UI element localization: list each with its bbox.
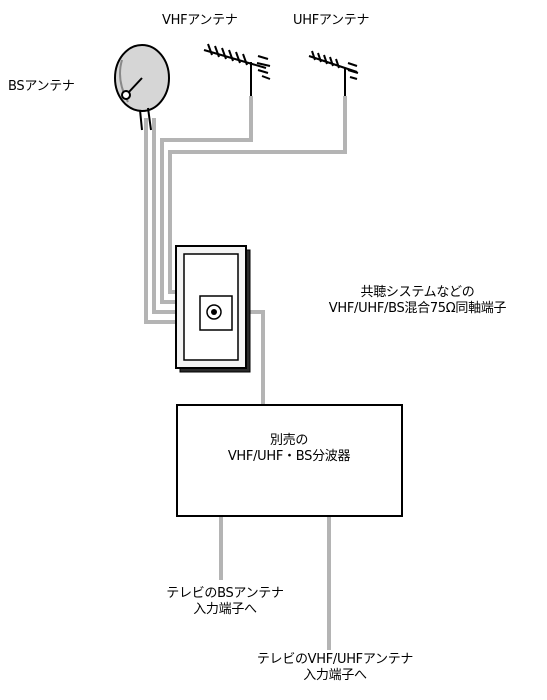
splitter-label: 別売の VHF/UHF・BS分波器 bbox=[178, 433, 400, 465]
bs-dish-antenna-icon bbox=[114, 44, 170, 131]
vu-output-label: テレビのVHF/UHFアンテナ 入力端子へ bbox=[210, 652, 460, 684]
vu-output-label-line2: 入力端子へ bbox=[303, 668, 367, 683]
outlet-label: 共聴システムなどの VHF/UHF/BS混合75Ω同軸端子 bbox=[290, 285, 545, 317]
vhf-antenna-label: VHFアンテナ bbox=[162, 13, 238, 28]
splitter-label-line1: 別売の bbox=[269, 433, 309, 448]
bs-output-label-line1: テレビのBSアンテナ bbox=[166, 586, 284, 601]
bs-cable-outer bbox=[144, 118, 178, 324]
bs-antenna-label: BSアンテナ bbox=[8, 79, 75, 94]
outlet-label-line2: VHF/UHF/BS混合75Ω同軸端子 bbox=[328, 301, 507, 316]
uhf-cable bbox=[168, 96, 347, 294]
cables bbox=[144, 96, 347, 650]
splitter-box bbox=[176, 404, 403, 517]
vhf-antenna-icon bbox=[203, 43, 271, 96]
outlet-label-line1: 共聴システムなどの bbox=[360, 285, 475, 300]
splitter-label-line2: VHF/UHF・BS分波器 bbox=[227, 449, 351, 464]
bs-cable-inner bbox=[152, 118, 178, 314]
vu-output-label-line1: テレビのVHF/UHFアンテナ bbox=[256, 652, 414, 667]
bs-output-label: テレビのBSアンテナ 入力端子へ bbox=[120, 586, 330, 618]
uhf-antenna-icon bbox=[308, 50, 359, 96]
bs-output-label-line2: 入力端子へ bbox=[193, 602, 257, 617]
uhf-antenna-label: UHFアンテナ bbox=[293, 13, 370, 28]
vhf-cable bbox=[160, 96, 253, 304]
wall-outlet-icon bbox=[175, 245, 251, 373]
